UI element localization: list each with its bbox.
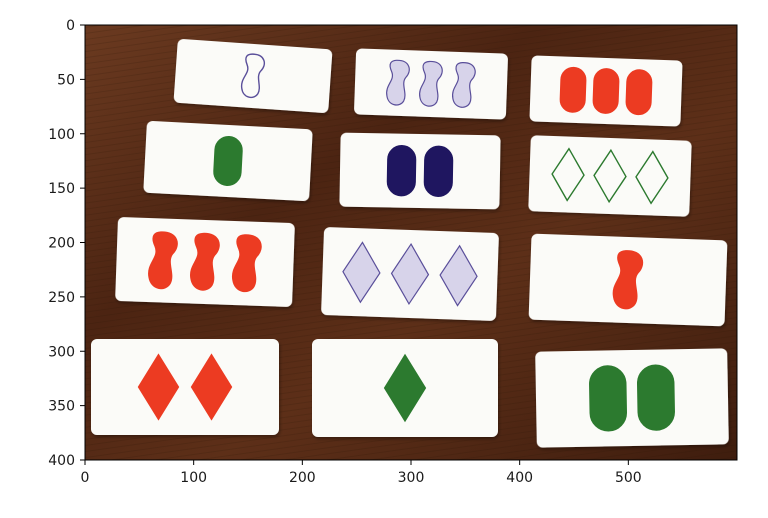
card-face [173,39,333,113]
y-tick-label: 150 [48,181,75,197]
y-tick-label: 350 [48,399,75,415]
x-tick-label: 100 [180,470,207,486]
squiggle-symbol [240,53,266,99]
squiggle-symbol [148,231,178,290]
diamond-symbol [383,353,427,423]
x-tick-label: 0 [81,470,90,486]
set-card [354,48,508,120]
oval-symbol [386,145,417,197]
x-tick-label: 400 [506,470,533,486]
set-card [529,55,683,127]
set-card [312,339,498,437]
squiggle-symbol [419,60,443,107]
set-card [339,132,501,210]
squiggle-symbol [451,62,476,108]
diamond-symbol [342,241,381,304]
set-card [321,227,499,321]
card-face [339,132,501,210]
y-tick-label: 300 [48,344,75,360]
y-tick-label: 50 [57,72,75,88]
set-card [528,135,692,217]
y-tick-label: 0 [66,18,75,34]
oval-symbol [625,69,653,116]
y-tick-label: 250 [48,290,75,306]
squiggle-symbol [190,232,220,291]
y-axis: 0 50 100 150 200 250 300 350 400 [48,18,85,469]
card-face [91,339,279,435]
cards-layer [91,39,729,448]
y-tick-label: 100 [48,127,75,143]
set-card [535,348,729,448]
y-tick-label: 200 [48,236,75,252]
diamond-symbol [390,242,430,306]
diamond-symbol [137,353,180,421]
set-card [143,121,313,201]
set-card [528,233,728,327]
diamond-symbol [593,148,627,204]
x-tick-label: 500 [615,470,642,486]
squiggle-symbol [386,59,410,106]
photo-image [85,25,737,460]
oval-symbol [589,365,628,432]
oval-symbol [423,145,454,197]
x-tick-label: 200 [289,470,316,486]
set-card [173,39,333,113]
diamond-symbol [635,150,669,205]
x-axis: 0 100 200 300 400 500 [81,460,642,486]
oval-symbol [592,68,620,114]
squiggle-symbol [231,234,262,293]
set-card [115,217,295,307]
oval-symbol [559,66,587,113]
x-tick-label: 300 [398,470,425,486]
diamond-symbol [190,353,233,421]
card-face [535,348,729,448]
squiggle-symbol [612,250,644,310]
oval-symbol [213,136,243,186]
y-tick-label: 400 [48,453,75,469]
diamond-symbol [439,244,478,307]
set-card [91,339,279,435]
oval-symbol [636,364,675,431]
diamond-symbol [551,147,585,202]
